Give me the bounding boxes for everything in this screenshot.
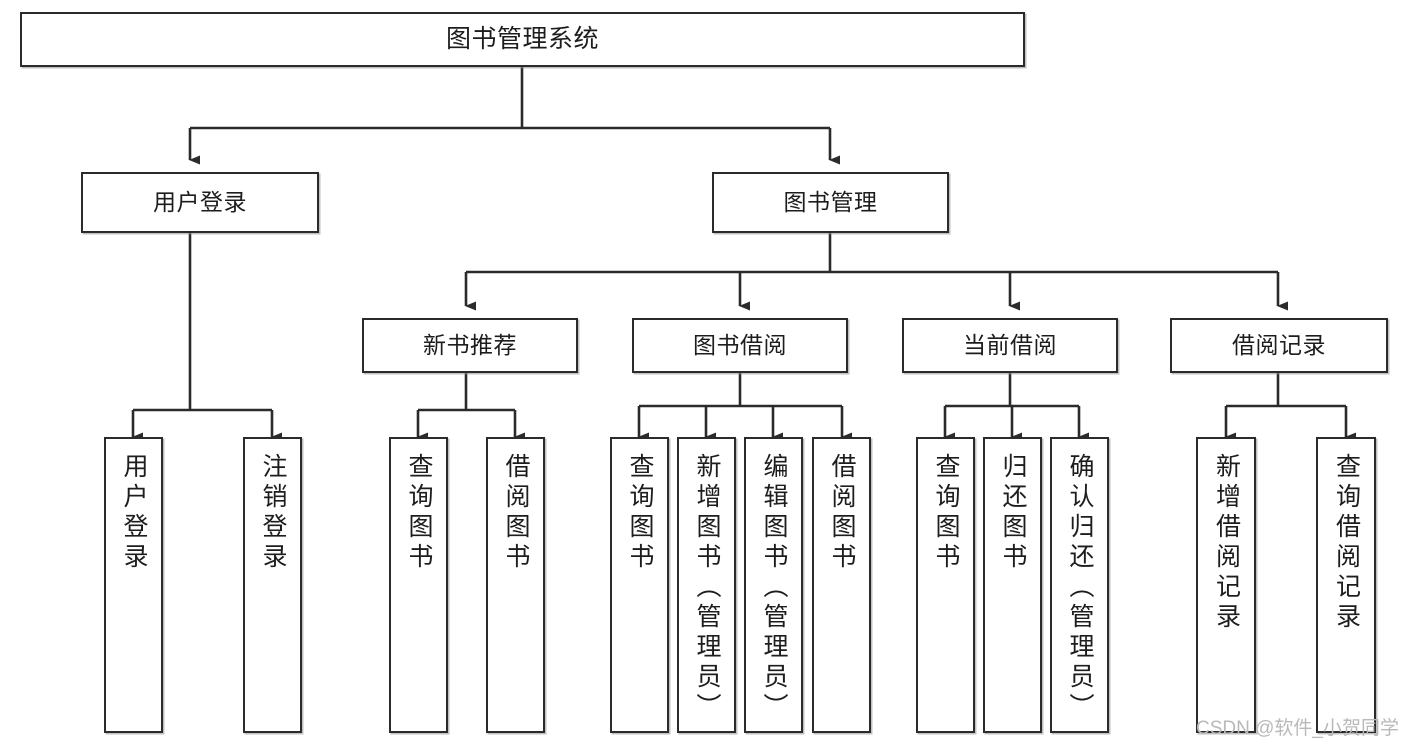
node-root-system[interactable]: 图书管理系统 — [20, 12, 1025, 67]
node-book-borrow[interactable]: 图书借阅 — [632, 318, 848, 373]
leaf-book-borrow-add[interactable]: 新增图书（管理员） — [677, 437, 736, 733]
node-label: 新书推荐 — [423, 332, 517, 359]
leaf-new-books-borrow[interactable]: 借阅图书 — [486, 437, 545, 733]
leaf-current-borrow-query[interactable]: 查询图书 — [916, 437, 975, 733]
leaf-current-borrow-confirm-return[interactable]: 确认归还（管理员） — [1050, 437, 1109, 733]
leaf-borrow-records-add[interactable]: 新增借阅记录 — [1196, 437, 1256, 733]
node-label: 确认归还（管理员） — [1066, 453, 1094, 723]
node-label: 编辑图书（管理员） — [760, 453, 788, 723]
node-book-management[interactable]: 图书管理 — [712, 172, 949, 233]
leaf-borrow-records-query[interactable]: 查询借阅记录 — [1316, 437, 1376, 733]
leaf-new-books-query[interactable]: 查询图书 — [389, 437, 448, 733]
node-label: 注销登录 — [259, 453, 287, 573]
node-label: 新增图书（管理员） — [693, 453, 721, 723]
node-label: 用户登录 — [153, 189, 247, 216]
node-label: 归还图书 — [999, 453, 1027, 573]
node-label: 用户登录 — [120, 453, 148, 573]
node-label: 图书管理 — [783, 189, 878, 216]
node-label: 借阅图书 — [828, 453, 856, 573]
node-current-borrow[interactable]: 当前借阅 — [902, 318, 1118, 373]
node-label: 新增借阅记录 — [1212, 453, 1241, 633]
leaf-book-borrow-borrow[interactable]: 借阅图书 — [812, 437, 871, 733]
node-borrow-records[interactable]: 借阅记录 — [1170, 318, 1388, 373]
node-label: 借阅记录 — [1232, 332, 1326, 359]
node-user-login[interactable]: 用户登录 — [81, 172, 319, 233]
node-label: 当前借阅 — [963, 332, 1057, 359]
node-label: 查询图书 — [932, 453, 960, 573]
node-label: 图书管理系统 — [445, 25, 599, 54]
node-label: 查询图书 — [626, 453, 654, 573]
leaf-book-borrow-query[interactable]: 查询图书 — [610, 437, 669, 733]
node-label: 查询图书 — [405, 453, 433, 573]
node-label: 图书借阅 — [693, 332, 787, 359]
leaf-book-borrow-edit[interactable]: 编辑图书（管理员） — [744, 437, 803, 733]
node-label: 查询借阅记录 — [1332, 453, 1361, 633]
leaf-user-login-logout[interactable]: 注销登录 — [243, 437, 302, 733]
leaf-user-login-login[interactable]: 用户登录 — [104, 437, 163, 733]
node-label: 借阅图书 — [502, 453, 530, 573]
leaf-current-borrow-return[interactable]: 归还图书 — [983, 437, 1042, 733]
node-new-book-recommend[interactable]: 新书推荐 — [362, 318, 578, 373]
